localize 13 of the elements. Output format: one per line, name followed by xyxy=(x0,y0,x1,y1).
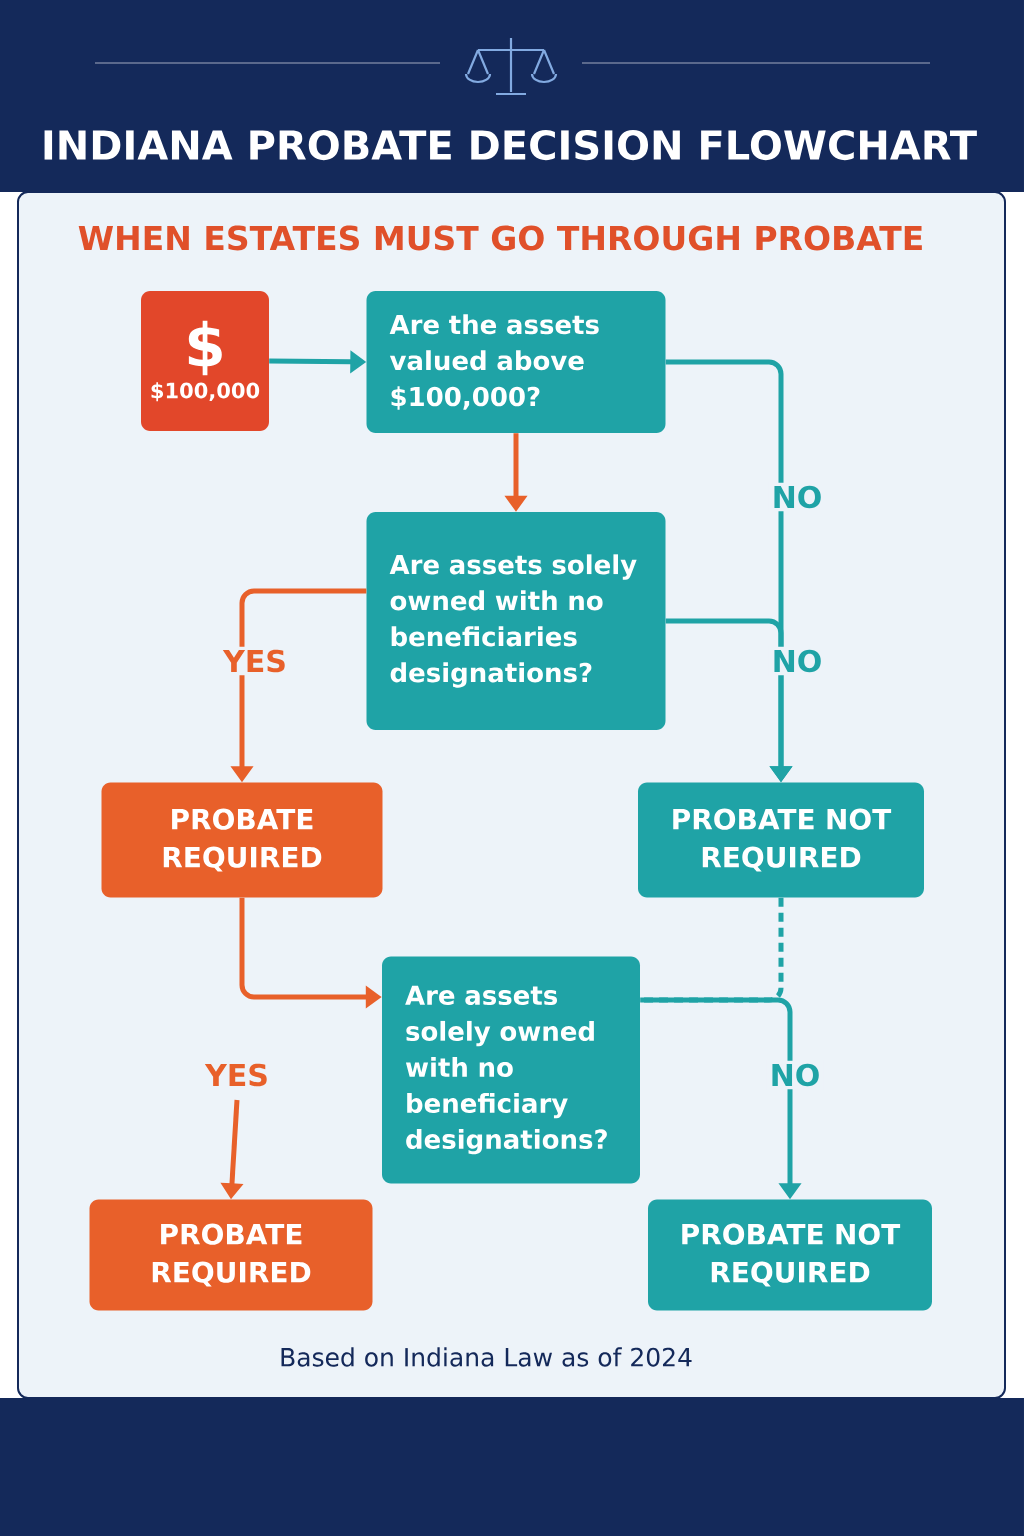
edge-label: YES xyxy=(220,646,290,676)
result-box: PROBATE NOT REQUIRED xyxy=(648,1199,932,1311)
edge-label: YES xyxy=(202,1060,272,1090)
result-box: PROBATE REQUIRED xyxy=(101,782,383,898)
question-box: Are assets solely owned with no beneficiaries designations? xyxy=(366,512,666,730)
result-box: PROBATE REQUIRED xyxy=(89,1199,373,1311)
subtitle: WHEN ESTATES MUST GO THROUGH PROBATE xyxy=(78,225,922,251)
question-box: Are the assets valued above $100,000? xyxy=(366,291,666,433)
start-box: $ $100,000 xyxy=(141,291,269,431)
question-box: Are assets solely owned with no beneficiary designations? xyxy=(382,956,640,1184)
caption: Based on Indiana Law as of 2024 xyxy=(281,1347,692,1367)
result-box: PROBATE NOT REQUIRED xyxy=(638,782,924,898)
title: INDIANA PROBATE DECISION FLOWCHART xyxy=(44,129,977,161)
